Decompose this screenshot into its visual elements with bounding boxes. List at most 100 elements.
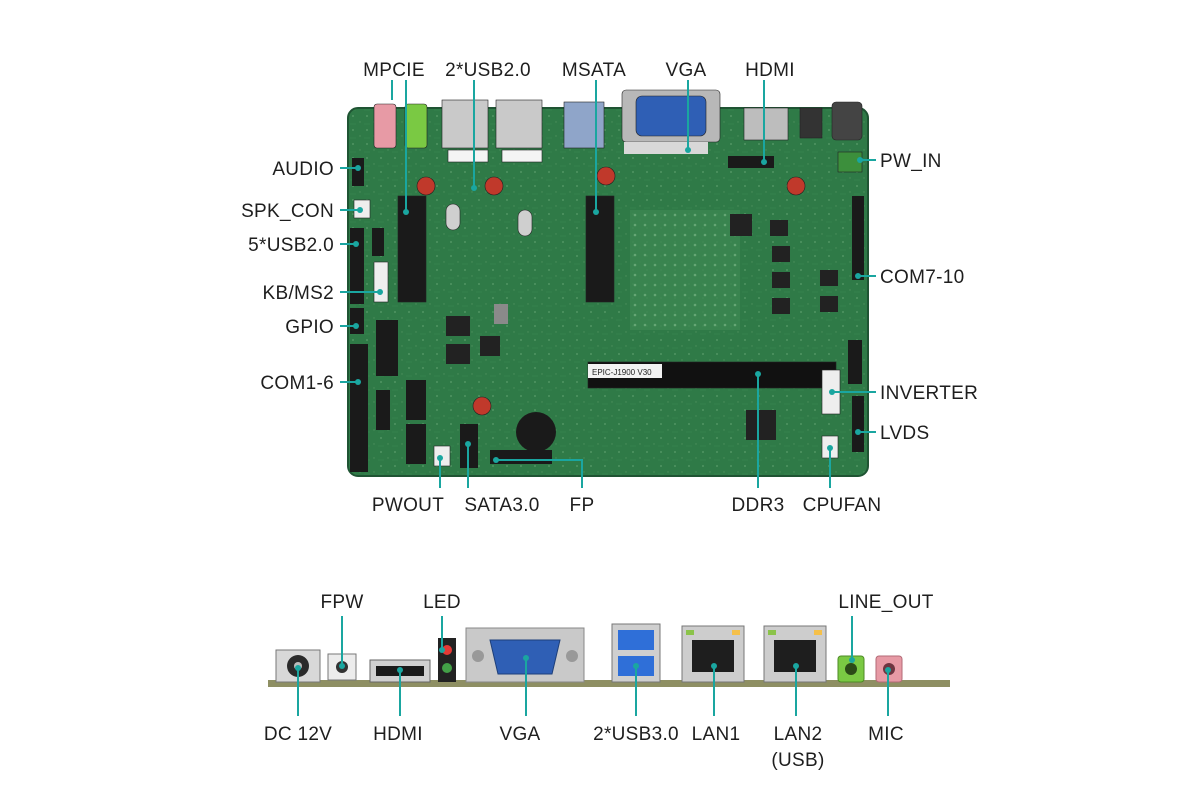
- chip: [770, 220, 788, 236]
- leader-dot: [857, 157, 863, 163]
- board-labels: MPCIE 2*USB2.0 MSATA VGA HDMI AUDIO SPK_…: [241, 60, 978, 516]
- io-label-line-out: LINE_OUT: [838, 592, 933, 613]
- gpio-header: [350, 308, 364, 334]
- leader-dot: [355, 379, 361, 385]
- com7-10-header: [852, 196, 864, 280]
- io-board-edge: [268, 680, 950, 687]
- rear-io-panel: [268, 623, 950, 687]
- io-vga-screw: [566, 650, 578, 662]
- leader-dot: [295, 665, 301, 671]
- io-labels: FPW LED LINE_OUT DC 12V HDMI VGA 2*USB3.…: [264, 592, 934, 771]
- lan-sticker-2: [501, 149, 543, 163]
- usb3-port: [563, 101, 605, 149]
- leader-dot: [885, 667, 891, 673]
- leader-dot: [633, 663, 639, 669]
- hdmi-port: [743, 107, 789, 141]
- header: [376, 320, 398, 376]
- io-usb30-port-1: [618, 630, 654, 650]
- io-label-lan1: LAN1: [692, 724, 741, 745]
- leader-dot: [439, 647, 445, 653]
- io-leader-lines: [295, 616, 891, 716]
- leader-dot: [353, 323, 359, 329]
- label-audio: AUDIO: [272, 159, 334, 180]
- header: [376, 390, 390, 430]
- leader-dot: [437, 455, 443, 461]
- mic-jack: [373, 103, 397, 149]
- label-fp: FP: [570, 495, 595, 516]
- capacitor: [484, 176, 504, 196]
- buzzer: [516, 412, 556, 452]
- usb-header-2: [372, 228, 384, 256]
- io-label-vga: VGA: [499, 724, 540, 745]
- label-kb-ms2: KB/MS2: [263, 283, 335, 304]
- header: [406, 380, 426, 420]
- capacitor: [596, 166, 616, 186]
- chip: [746, 410, 776, 440]
- chip: [772, 246, 790, 262]
- label-pw-in: PW_IN: [880, 151, 942, 172]
- crystal: [445, 203, 461, 231]
- capacitor: [786, 176, 806, 196]
- io-label-usb30: 2*USB3.0: [593, 724, 679, 745]
- io-vga-screw: [472, 650, 484, 662]
- io-label-fpw: FPW: [320, 592, 363, 613]
- mpcie-slot: [397, 195, 427, 303]
- leader-dot: [755, 371, 761, 377]
- io-label-hdmi: HDMI: [373, 724, 423, 745]
- label-pwout: PWOUT: [372, 495, 444, 516]
- io-led-housing: [438, 638, 456, 682]
- chip: [772, 272, 790, 288]
- label-cpufan: CPUFAN: [803, 495, 882, 516]
- chip: [820, 270, 838, 286]
- leader-dot: [339, 663, 345, 669]
- header-strip-top: [728, 156, 774, 168]
- leader-dot: [403, 209, 409, 215]
- label-sata30: SATA3.0: [464, 495, 539, 516]
- label-com1-6: COM1-6: [260, 373, 334, 394]
- audio-header: [352, 158, 364, 186]
- vga-pin-row: [624, 142, 708, 154]
- leader-dot: [523, 655, 529, 661]
- line-out-jack: [404, 103, 428, 149]
- leader-dot: [397, 667, 403, 673]
- silkscreen-label-box: [588, 364, 662, 378]
- pcb-board: EPIC-J1900 V30: [347, 89, 869, 477]
- label-mpcie: MPCIE: [363, 60, 425, 81]
- leader-dot: [849, 657, 855, 663]
- io-label-led: LED: [423, 592, 461, 613]
- io-lan2-led: [768, 630, 776, 635]
- header: [406, 424, 426, 464]
- cpu-area: [630, 210, 740, 330]
- lvds-header: [852, 396, 864, 452]
- io-lan2-led: [814, 630, 822, 635]
- board-silkscreen: EPIC-J1900 V30: [592, 368, 652, 377]
- label-com7-10: COM7-10: [880, 267, 964, 288]
- label-spk-con: SPK_CON: [241, 201, 334, 222]
- leader-dot: [593, 209, 599, 215]
- chip: [730, 214, 752, 236]
- label-lvds: LVDS: [880, 423, 929, 444]
- leader-dot: [353, 241, 359, 247]
- leader-dot: [829, 389, 835, 395]
- label-usb20-top: 2*USB2.0: [445, 60, 531, 81]
- fpw-switch: [799, 107, 823, 139]
- lan-sticker-1: [447, 149, 489, 163]
- io-label-lan2-sub: (USB): [771, 750, 824, 771]
- label-gpio: GPIO: [285, 317, 334, 338]
- label-msata: MSATA: [562, 60, 626, 81]
- dc-jack: [831, 101, 863, 141]
- chip: [446, 316, 470, 336]
- vga-port: [635, 95, 707, 137]
- leader-dot: [493, 457, 499, 463]
- msata-slot: [585, 195, 615, 303]
- chip: [446, 344, 470, 364]
- chip: [820, 296, 838, 312]
- label-hdmi-top: HDMI: [745, 60, 795, 81]
- chip: [772, 298, 790, 314]
- label-vga-top: VGA: [665, 60, 706, 81]
- io-lan1-led: [732, 630, 740, 635]
- com1-6-header: [350, 344, 368, 472]
- leader-lines: [340, 80, 876, 488]
- leader-dot: [855, 429, 861, 435]
